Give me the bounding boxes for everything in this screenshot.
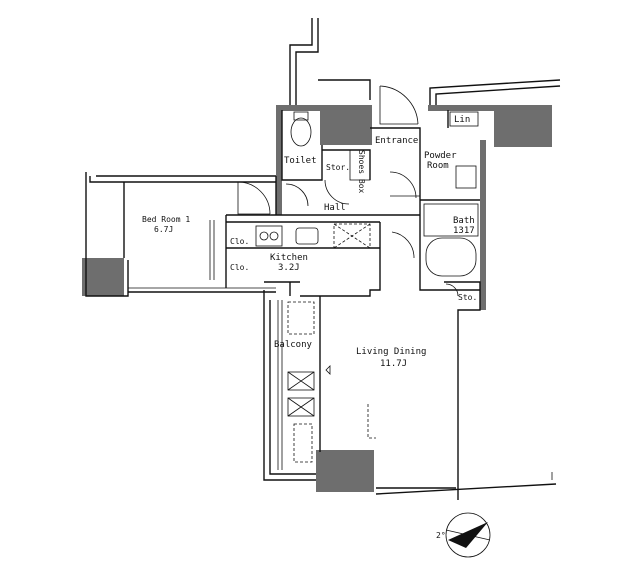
storage-small-label: Sto. xyxy=(458,293,477,302)
balcony-label: Balcony xyxy=(274,340,313,350)
storage-label: Stor. xyxy=(326,163,350,172)
kitchen-area xyxy=(226,214,420,296)
linen-label: Lin xyxy=(454,115,470,125)
toilet-label: Toilet xyxy=(284,156,317,166)
bath-size: 1317 xyxy=(453,226,475,236)
hall-label: Hall xyxy=(324,203,346,213)
living-area xyxy=(263,222,557,495)
compass-label: 2° xyxy=(436,531,446,540)
compass-icon xyxy=(445,512,491,558)
closet-label-2: Clo. xyxy=(230,263,249,272)
shoes-box-label: Shoes Box xyxy=(357,150,366,194)
entrance-label: Entrance xyxy=(375,136,418,146)
powder-room-label-2: Room xyxy=(427,161,449,171)
kitchen-label: Kitchen xyxy=(270,253,308,263)
closet-label-1: Clo. xyxy=(230,237,249,246)
kitchen-size: 3.2J xyxy=(278,263,300,273)
bedroom-label: Bed Room 1 xyxy=(142,215,190,224)
toilet-area xyxy=(281,85,421,207)
bedroom-walls xyxy=(85,172,277,297)
bath-area xyxy=(390,110,481,500)
living-dining-size: 11.7J xyxy=(380,359,407,369)
bath-label: Bath xyxy=(453,216,475,226)
powder-room-label-1: Powder xyxy=(424,151,457,161)
living-dining-label: Living Dining xyxy=(356,347,426,357)
exterior-walls xyxy=(82,18,561,492)
bedroom-size: 6.7J xyxy=(154,225,173,234)
